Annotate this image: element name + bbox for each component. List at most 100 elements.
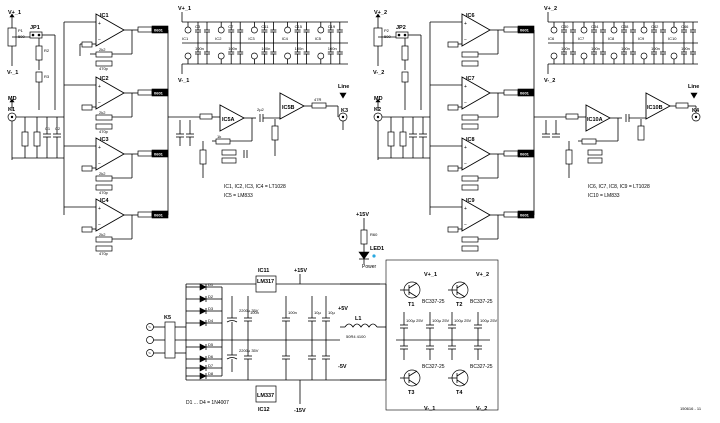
ic-supply-pin (580, 26, 588, 34)
psu-cap-value: 100n (288, 310, 297, 315)
psu-cap-value: 100n (250, 310, 259, 315)
ic-supply-pin (284, 26, 291, 34)
left-decoupling-caps: IC1C3100nIC2C7100nIC3C11100nIC4C15100nIC… (182, 22, 343, 64)
svg-text:−: − (464, 37, 467, 43)
right-vminus-label: V-_2 (373, 70, 384, 76)
regulator-lm337 (255, 385, 277, 403)
ic-supply-pin (184, 26, 192, 34)
led-power-label: Power (362, 264, 377, 270)
left-opamp-ic5b (279, 92, 305, 120)
ic-supply-label: IC3 (248, 36, 255, 41)
left-decoupling-bank: V+_1 V-_1 (178, 6, 348, 84)
ic-supply-pin (610, 26, 618, 34)
ic-supply-pin (217, 26, 225, 34)
output-cap-value: 100µ 25V (432, 318, 450, 323)
right-opamp-stage-4: IC9 +− 0601 (430, 198, 535, 252)
svg-text:−: − (98, 37, 101, 43)
output-cap-value: 100µ 25V (406, 318, 424, 323)
svg-text:+: + (98, 21, 101, 27)
cap-label: C38 (621, 24, 629, 29)
left-resistor-r3 (35, 71, 43, 83)
svg-text:−: − (464, 100, 467, 106)
svg-text:V+_1: V+_1 (178, 6, 191, 12)
diode-label: D1 (208, 282, 214, 287)
left-channel: V+_1 P1 500 JP1 R2 R3 V-_1 MD K1 (7, 6, 349, 256)
right-opamp-ic10b-label: IC10B (647, 105, 663, 111)
pnp-type-label-1: BC327-25 (422, 364, 445, 370)
diode-icon (199, 283, 207, 291)
left-line-label: Line (338, 84, 349, 90)
left-jumper-label: JP1 (30, 25, 40, 31)
diode-label: D4 (208, 318, 214, 323)
psu-cap-value: 10µ (314, 310, 321, 315)
left-resistor-r5 (21, 131, 29, 147)
right-opamp-ic6-label: IC6 (466, 13, 475, 19)
cap-label: C11 (261, 24, 269, 29)
svg-text:2µ2: 2µ2 (257, 107, 265, 112)
cap-label: C42 (651, 24, 659, 29)
left-sum-amp: IC5A 1k 2µ2 IC5B 47R (176, 92, 338, 178)
left-opamp-ic3-label: IC3 (100, 137, 109, 143)
svg-text:470p: 470p (99, 66, 109, 71)
right-input-connector-label: K2 (374, 107, 381, 113)
svg-text:+: + (98, 145, 101, 151)
right-decoupling-bank: V+_2 V-_2 (544, 6, 698, 84)
left-opamp-stage-3: IC3 +− 2k2 470p 0601 (64, 137, 169, 195)
diode-icon (199, 364, 207, 372)
svg-text:0601: 0601 (154, 152, 164, 157)
ic-supply-pin (251, 26, 258, 34)
right-opamp-stage-1: IC6 +− 0601 (430, 13, 535, 67)
npn-type-label-1: BC337-25 (422, 299, 445, 305)
svg-text:V-_1: V-_1 (178, 78, 189, 84)
right-vplus-label: V+_2 (374, 10, 387, 16)
diode-icon (199, 319, 207, 327)
ic-supply-pin (284, 52, 291, 60)
svg-text:0601: 0601 (154, 28, 164, 33)
ic-supply-label: IC4 (282, 36, 289, 41)
cap-label: C46 (681, 24, 689, 29)
left-opamp-ic2-label: IC2 (100, 76, 109, 82)
svg-text:~: ~ (148, 325, 151, 331)
svg-text:P2: P2 (384, 28, 390, 33)
regulator-lm337-type: LM337 (257, 393, 274, 399)
inductor-label: L1 (355, 316, 361, 322)
svg-text:470p: 470p (99, 190, 109, 195)
cap-value: 100n (561, 46, 570, 51)
svg-text:−: − (464, 161, 467, 167)
left-opamp-ic1-label: IC1 (100, 13, 109, 19)
right-opamp-ic7-label: IC7 (466, 76, 475, 82)
cap-label: C7 (228, 24, 234, 29)
diode-icon (199, 355, 207, 363)
mains-terminal-2[interactable] (146, 336, 154, 344)
svg-text:~: ~ (148, 351, 151, 357)
svg-text:2k2: 2k2 (99, 110, 106, 115)
svg-text:V+_2: V+_2 (476, 272, 489, 278)
cap-value: 100n (621, 46, 630, 51)
svg-text:+: + (464, 21, 467, 27)
right-decoupling-caps: IC6C30100nIC7C34100nIC8C38100nIC9C42100n… (548, 22, 696, 64)
inductor-l1 (344, 323, 378, 328)
regulator-lm317-label: IC11 (258, 268, 269, 274)
svg-text:470p: 470p (99, 129, 109, 134)
diode-icon (199, 295, 207, 303)
svg-text:C1: C1 (45, 126, 51, 131)
transistor-label: T4 (456, 390, 463, 396)
diode-icon (199, 372, 207, 380)
svg-text:0601: 0601 (520, 91, 530, 96)
svg-text:+: + (464, 206, 467, 212)
diode-icon (199, 343, 207, 351)
svg-text:R3: R3 (44, 74, 50, 79)
ic-supply-label: IC2 (215, 36, 222, 41)
cap-value: 100n (261, 46, 270, 51)
right-opamp-stage-2: IC7 +− 0601 (430, 76, 535, 130)
ic-supply-pin (610, 52, 618, 60)
svg-text:V+_1: V+_1 (424, 272, 437, 278)
led-icon (358, 251, 370, 260)
left-output-connector-label: K3 (341, 108, 348, 114)
svg-text:0601: 0601 (154, 213, 164, 218)
cap-label: C15 (295, 24, 303, 29)
ic-supply-pin (217, 52, 225, 60)
